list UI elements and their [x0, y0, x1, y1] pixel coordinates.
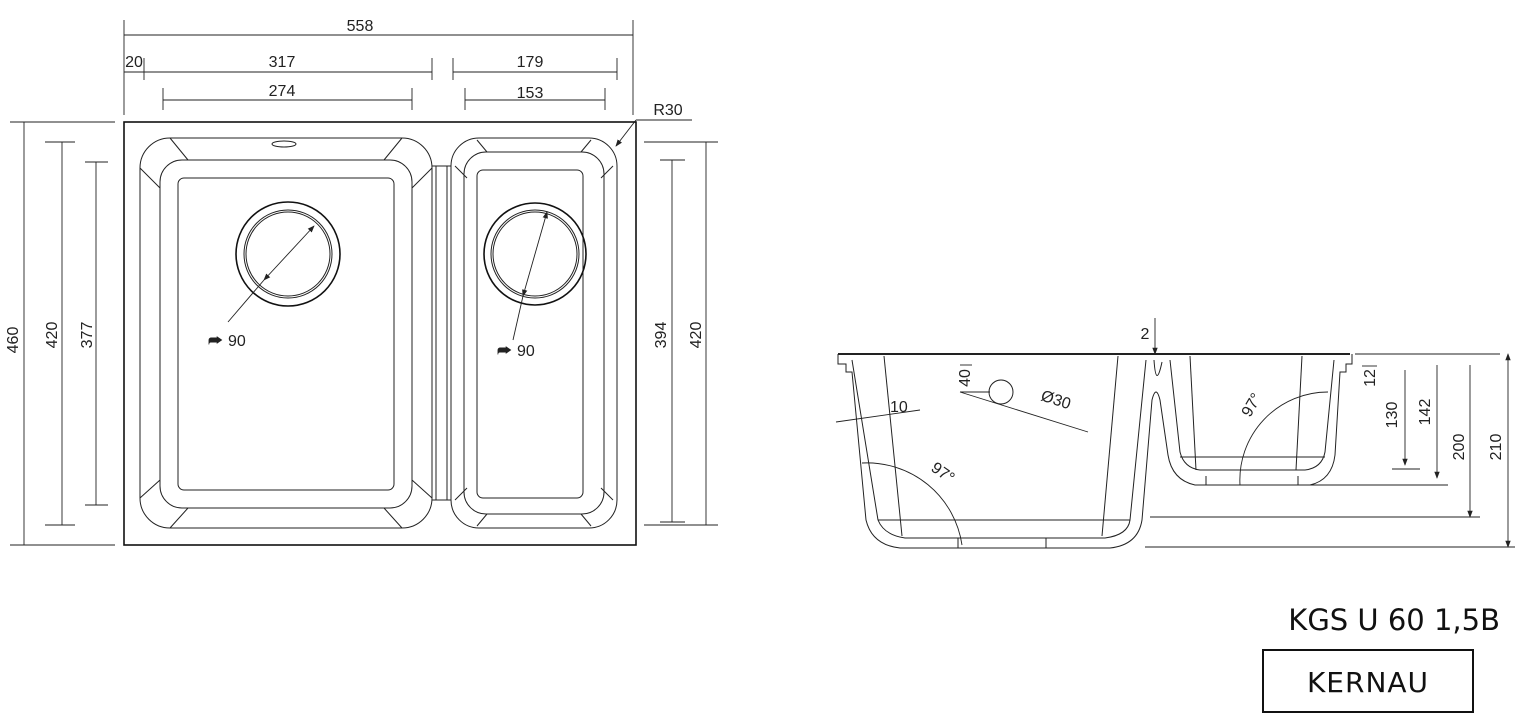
overflow-hole [988, 379, 1014, 405]
large-bowl [139, 137, 433, 529]
dim-total-depth: 210 [1488, 434, 1505, 461]
dim-overflow-height: 40 [957, 369, 974, 387]
drain-icon: ⮫ [497, 343, 512, 360]
dim-small-inner-depth: 130 [1384, 402, 1401, 429]
dim-large-bowl-inner-depth: 377 [79, 322, 96, 349]
dim-overall-depth: 460 [5, 327, 22, 354]
dim-small-bowl-inner-depth: 394 [653, 322, 670, 349]
dim-small-bowl-inner-width: 153 [517, 85, 544, 102]
overflow-slot [271, 140, 297, 148]
side-view: 2 40 Ø30 10 97° 97° 12 130 142 200 210 [835, 318, 1515, 549]
model-name: KGS U 60 1,5B [1288, 603, 1500, 637]
small-bowl [450, 137, 618, 529]
dim-rim-gap: 2 [1141, 326, 1150, 343]
large-drain [227, 201, 341, 323]
bowl-divider [432, 165, 451, 501]
dim-corner-radius: R30 [653, 102, 682, 119]
dim-small-bowl-width: 179 [517, 54, 544, 71]
brand-logo-box [1262, 649, 1474, 713]
dim-edge-offset: 20 [125, 54, 143, 71]
dim-large-inner-depth: 200 [1451, 434, 1468, 461]
side-profile [837, 353, 1353, 549]
dim-overall-width: 558 [347, 18, 374, 35]
large-drain-size: 90 [228, 333, 246, 350]
brand-logo: KERNAU [1307, 666, 1429, 699]
dim-small-bowl-angle: 97° [1239, 391, 1266, 420]
dim-small-depth: 142 [1417, 399, 1434, 426]
dim-rim-thickness: 12 [1362, 369, 1379, 387]
dim-large-bowl-inner-width: 274 [269, 83, 296, 100]
dim-large-bowl-width: 317 [269, 54, 296, 71]
small-drain-size: 90 [517, 343, 535, 360]
dim-large-bowl-angle: 97° [928, 459, 958, 487]
dim-small-bowl-depth: 420 [688, 322, 705, 349]
dim-large-bowl-depth: 420 [44, 322, 61, 349]
drain-icon: ⮫ [208, 333, 223, 350]
sink-outline [123, 121, 637, 546]
top-dimension-lines [10, 20, 718, 546]
small-drain [483, 202, 587, 341]
dim-wall-thickness: 10 [890, 399, 908, 416]
side-dimension-lines [835, 318, 1515, 548]
dim-overflow-diameter: Ø30 [1039, 388, 1073, 414]
top-view: 558 20 317 274 179 153 R30 460 420 377 3… [5, 18, 718, 546]
